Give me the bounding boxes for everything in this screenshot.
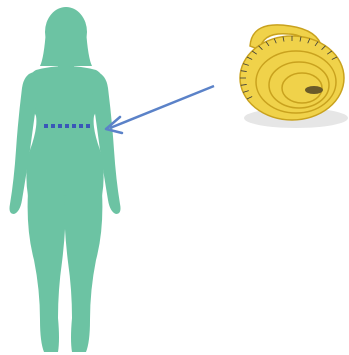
measuring-tape-icon <box>240 25 348 128</box>
left-leg <box>28 192 66 352</box>
torso <box>26 66 104 196</box>
pointer-arrow <box>106 86 214 133</box>
right-leg <box>64 192 102 352</box>
female-body-silhouette-icon <box>10 7 121 352</box>
